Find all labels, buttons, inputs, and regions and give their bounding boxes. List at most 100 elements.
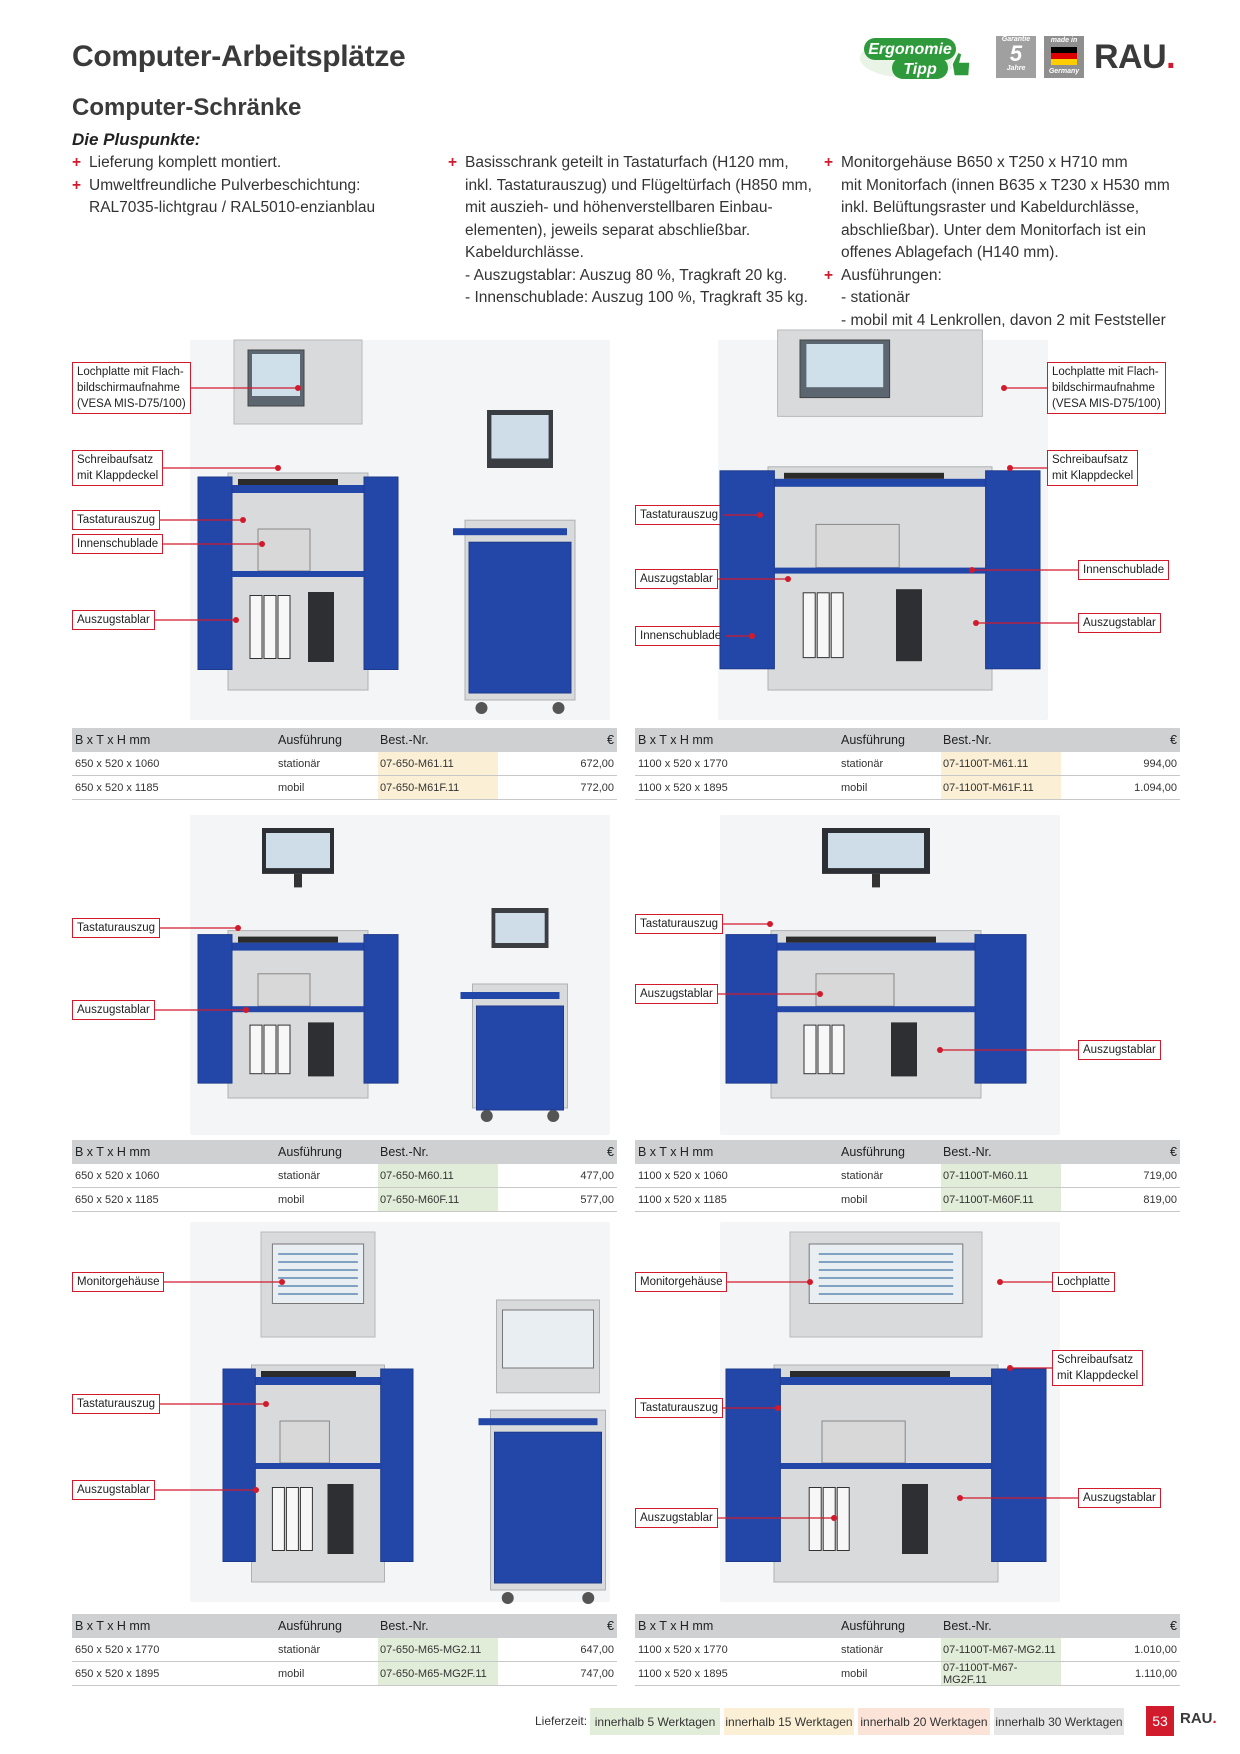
cell-variant: mobil [278, 1193, 305, 1206]
cell-variant: stationär [841, 1643, 884, 1656]
cell-price: 1.110,00 [1134, 1667, 1177, 1680]
cell-price: 747,00 [580, 1667, 614, 1680]
cell-dims: 650 x 520 x 1185 [75, 781, 159, 794]
feature-sub: mit auszieh- und höhenverstellbaren Einb… [465, 199, 773, 216]
feature-sub: Kabeldurchlässe. [465, 244, 584, 261]
cell-dims: 650 x 520 x 1060 [75, 757, 160, 770]
product-table: B x T x H mm Ausführung Best.-Nr. €1100 x 5… [635, 1140, 1180, 1212]
ergonomie-tipp-logo: Ergonomie Tipp [860, 38, 971, 79]
callout-label: Tastaturauszug [635, 1398, 723, 1418]
table-header-price: € [607, 733, 614, 747]
table-header-order: Best.-Nr. [943, 1145, 992, 1159]
callout-label: Auszugstablar [1078, 1488, 1161, 1508]
brand-logo: RAU. [1094, 38, 1176, 76]
delivery-chip-5: innerhalb 5 Werktagen [590, 1708, 720, 1735]
cell-dims: 650 x 520 x 1060 [75, 1169, 160, 1182]
guarantee-badge: Garantie 5 Jahre [996, 36, 1036, 78]
callout-label: Auszugstablar [635, 984, 718, 1004]
table-header-price: € [1170, 1145, 1177, 1159]
cell-order-number: 07-650-M61F.11 [378, 776, 498, 799]
callout-label: Auszugstablar [72, 1000, 155, 1020]
cell-dims: 1100 x 520 x 1770 [638, 757, 728, 770]
callout-label: Auszugstablar [72, 1480, 155, 1500]
callout-label: Tastaturauszug [72, 510, 160, 530]
table-header-variant: Ausführung [278, 1145, 342, 1159]
table-header-dims: B x T x H mm [638, 1619, 714, 1633]
table-header-variant: Ausführung [841, 1145, 905, 1159]
cell-order-number: 07-650-M60F.11 [378, 1188, 498, 1211]
table-header-order: Best.-Nr. [380, 733, 429, 747]
cell-variant: stationär [841, 757, 884, 770]
table-header-variant: Ausführung [278, 1619, 342, 1633]
callout-label: Lochplatte mit Flach-bildschirmaufnahme(… [72, 362, 191, 414]
feature-item: Monitorgehäuse B650 x T250 x H710 mm [824, 152, 1234, 175]
table-header-price: € [1170, 1619, 1177, 1633]
cell-price: 477,00 [580, 1169, 614, 1182]
cell-order-number: 07-1100T-M60.11 [941, 1164, 1061, 1187]
product-photo [720, 815, 1060, 1135]
callout-label: Monitorgehäuse [72, 1272, 165, 1292]
feature-item: Umweltfreundliche Pulverbeschichtung: [72, 175, 452, 198]
guarantee-top: Garantie [1001, 36, 1031, 43]
cell-variant: stationär [278, 1169, 321, 1182]
cell-order-number: 07-1100T-M61F.11 [941, 776, 1061, 799]
delivery-chip-30: innerhalb 30 Werktagen [994, 1708, 1124, 1735]
table-header-order: Best.-Nr. [380, 1619, 429, 1633]
product-photo [718, 340, 1048, 720]
cell-variant: mobil [278, 1667, 305, 1680]
page-number: 53 [1146, 1706, 1174, 1736]
callout-label: Auszugstablar [1078, 613, 1161, 633]
callout-label: Auszugstablar [1078, 1040, 1161, 1060]
thumbs-up-icon [951, 50, 971, 77]
callout-label: Auszugstablar [635, 569, 718, 589]
delivery-label: Lieferzeit: [535, 1714, 588, 1728]
made-in-top: made in [1050, 37, 1078, 44]
feature-sub: RAL7035-lichtgrau / RAL5010-enzianblau [89, 199, 376, 216]
table-header-dims: B x T x H mm [638, 1145, 714, 1159]
cell-price: 577,00 [580, 1193, 614, 1206]
cell-dims: 650 x 520 x 1895 [75, 1667, 160, 1680]
feature-item: Ausführungen: [824, 265, 1234, 288]
cell-dims: 1100 x 520 x 1185 [638, 1193, 727, 1206]
callout-label: Tastaturauszug [72, 918, 160, 938]
feature-sub: inkl. Tastaturauszug) und Flügeltürfach … [465, 176, 812, 194]
table-header-price: € [607, 1619, 614, 1633]
guarantee-bottom: Jahre [1006, 65, 1026, 72]
cell-price: 772,00 [580, 781, 614, 794]
product-photo [190, 1222, 610, 1602]
table-header-price: € [1170, 733, 1177, 747]
cell-order-number: 07-650-M61.11 [378, 752, 498, 775]
guarantee-years: 5 [1009, 41, 1023, 66]
made-in-bottom: Germany [1048, 68, 1080, 75]
table-header-dims: B x T x H mm [75, 1145, 151, 1159]
table-header-variant: Ausführung [278, 733, 342, 747]
cell-variant: stationär [278, 1643, 321, 1656]
cell-dims: 1100 x 520 x 1895 [638, 1667, 728, 1680]
features-col3: Monitorgehäuse B650 x T250 x H710 mm mit… [824, 152, 1234, 332]
table-header: B x T x H mm Ausführung Best.-Nr. € [635, 1140, 1180, 1164]
features-col1: Lieferung komplett montiert. Umweltfreun… [72, 152, 452, 220]
callout-label: Lochplatte mit Flach-bildschirmaufnahme(… [1047, 362, 1166, 414]
product-photo [190, 815, 610, 1135]
feature-item: Basisschrank geteilt in Tastaturfach (H1… [448, 152, 838, 175]
table-header-order: Best.-Nr. [943, 1619, 992, 1633]
made-in-germany-badge: made in Germany [1044, 36, 1084, 78]
delivery-chip-20: innerhalb 20 Werktagen [858, 1708, 990, 1735]
cell-price: 672,00 [580, 757, 614, 770]
callout-label: Lochplatte [1052, 1272, 1116, 1292]
callout-label: Monitorgehäuse [635, 1272, 728, 1292]
callout-label: Innenschublade [72, 534, 164, 554]
